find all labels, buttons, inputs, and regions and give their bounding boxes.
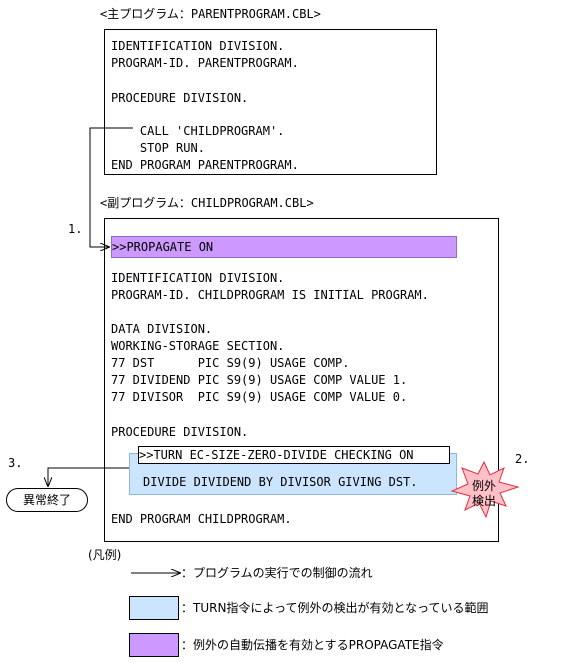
turn-directive: >>TURN EC-SIZE-ZERO-DIVIDE CHECKING ON xyxy=(138,446,450,464)
code-line: 77 DIVISOR PIC S9(9) USAGE COMP VALUE 0. xyxy=(111,390,408,404)
code-line: IDENTIFICATION DIVISION. xyxy=(111,39,285,53)
exception-starburst-icon xyxy=(450,460,520,519)
code-line: 77 DST PIC S9(9) USAGE COMP. xyxy=(111,356,350,370)
code-line: END PROGRAM CHILDPROGRAM. xyxy=(111,512,292,526)
code-line: PROCEDURE DIVISION. xyxy=(111,425,249,439)
parent-program-box xyxy=(104,29,437,175)
legend-propagate-text: ：例外の自動伝播を有効とするPROPAGATE指令 xyxy=(181,638,444,652)
code-line: WORKING-STORAGE SECTION. xyxy=(111,339,285,353)
code-line: PROGRAM-ID. CHILDPROGRAM IS INITIAL PROG… xyxy=(111,288,429,302)
propagate-directive: >>PROPAGATE ON xyxy=(111,236,457,258)
parent-program-title: <主プログラム：PARENTPROGRAM.CBL> xyxy=(100,7,321,21)
exception-label: 例外 xyxy=(472,479,497,493)
call-statement: CALL 'CHILDPROGRAM'. xyxy=(111,124,285,138)
legend-turn-swatch xyxy=(129,596,179,620)
step-3-label: 3. xyxy=(8,456,23,470)
code-line: PROCEDURE DIVISION. xyxy=(111,91,249,105)
child-program-title: <副プログラム：CHILDPROGRAM.CBL> xyxy=(100,196,314,210)
code-line: 77 DIVIDEND PIC S9(9) USAGE COMP VALUE 1… xyxy=(111,373,408,387)
abnormal-end-arrow xyxy=(48,467,129,486)
legend-title: (凡例) xyxy=(88,548,122,562)
abnormal-end-terminator: 異常終了 xyxy=(6,488,88,512)
legend-propagate-swatch xyxy=(129,633,179,657)
legend-arrow-text: ：プログラムの実行での制御の流れ xyxy=(181,566,373,580)
legend-turn-text: ：TURN指令によって例外の検出が有効となっている範囲 xyxy=(181,601,489,615)
code-line: STOP RUN. xyxy=(111,141,205,155)
code-line: IDENTIFICATION DIVISION. xyxy=(111,271,285,285)
exception-label: 検出 xyxy=(472,494,497,508)
code-line: DATA DIVISION. xyxy=(111,322,213,336)
step-2-label: 2. xyxy=(515,452,530,466)
step-1-label: 1. xyxy=(68,222,83,236)
code-line: PROGRAM-ID. PARENTPROGRAM. xyxy=(111,56,299,70)
code-line: END PROGRAM PARENTPROGRAM. xyxy=(111,158,299,172)
call-flow-arrow xyxy=(89,127,133,247)
divide-statement: DIVIDE DIVIDEND BY DIVISOR GIVING DST. xyxy=(143,475,418,489)
